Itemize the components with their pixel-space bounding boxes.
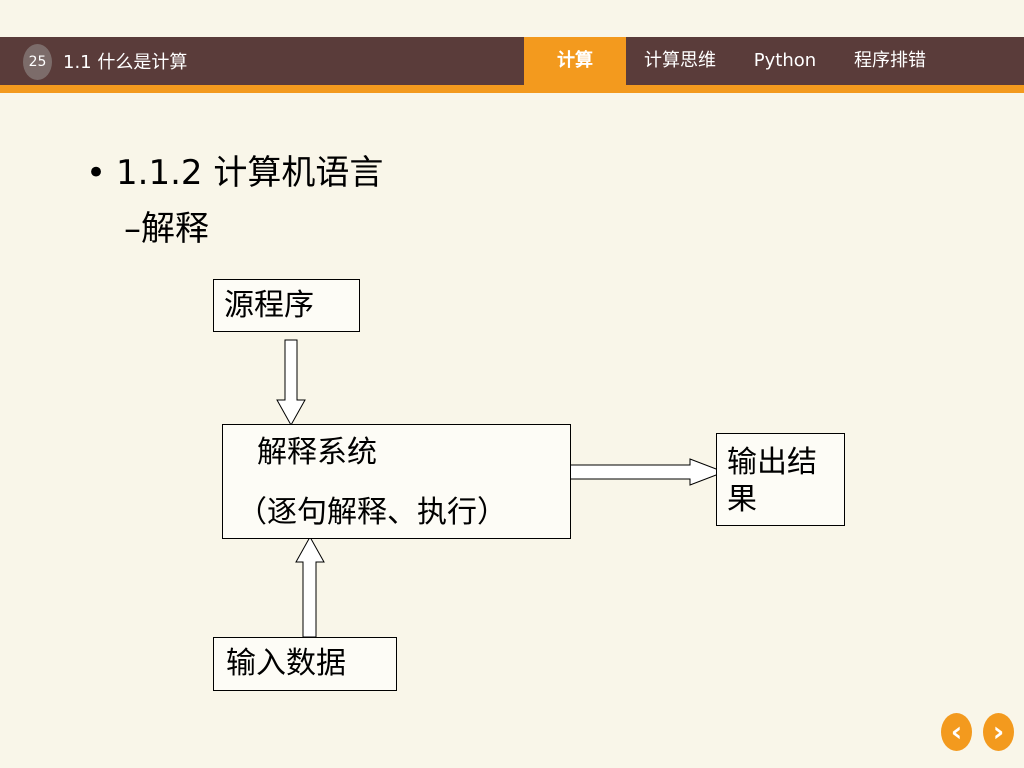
slide-number-badge: 25 bbox=[23, 44, 52, 80]
interpreter-title: 解释系统 bbox=[257, 435, 377, 470]
bullet-dot-icon: • bbox=[86, 153, 107, 193]
top-bar bbox=[0, 37, 1024, 85]
bullet-text: 1.1.2 计算机语言 bbox=[116, 153, 384, 193]
interpreter-system-box: 解释系统 （逐句解释、执行） bbox=[222, 424, 571, 539]
arrow-down-icon bbox=[276, 339, 306, 427]
output-result-line2: 果 bbox=[727, 482, 757, 517]
tab-computational-thinking[interactable]: 计算思维 bbox=[644, 50, 716, 71]
input-data-label: 输入数据 bbox=[226, 646, 346, 681]
sub-bullet-item: –解释 bbox=[124, 209, 209, 249]
output-result-box: 输出结 果 bbox=[716, 433, 845, 526]
output-result-line1: 输出结 bbox=[727, 445, 817, 480]
tab-compute[interactable]: 计算 bbox=[524, 37, 626, 85]
header-accent-line bbox=[0, 85, 1024, 93]
section-title: 1.1 什么是计算 bbox=[63, 52, 188, 73]
bullet-item: •1.1.2 计算机语言 bbox=[86, 150, 383, 196]
tab-python[interactable]: Python bbox=[753, 50, 817, 71]
source-program-box: 源程序 bbox=[213, 279, 360, 332]
arrow-right-icon bbox=[569, 458, 726, 486]
next-slide-button[interactable]: › bbox=[983, 713, 1014, 751]
prev-slide-button[interactable]: ‹ bbox=[941, 713, 972, 751]
source-program-label: 源程序 bbox=[224, 288, 314, 323]
chevron-right-icon: › bbox=[992, 715, 1005, 748]
arrow-up-icon bbox=[295, 535, 325, 638]
chevron-left-icon: ‹ bbox=[950, 715, 963, 748]
interpreter-subtitle: （逐句解释、执行） bbox=[237, 495, 507, 530]
input-data-box: 输入数据 bbox=[213, 637, 397, 691]
tab-debugging[interactable]: 程序排错 bbox=[854, 50, 926, 71]
